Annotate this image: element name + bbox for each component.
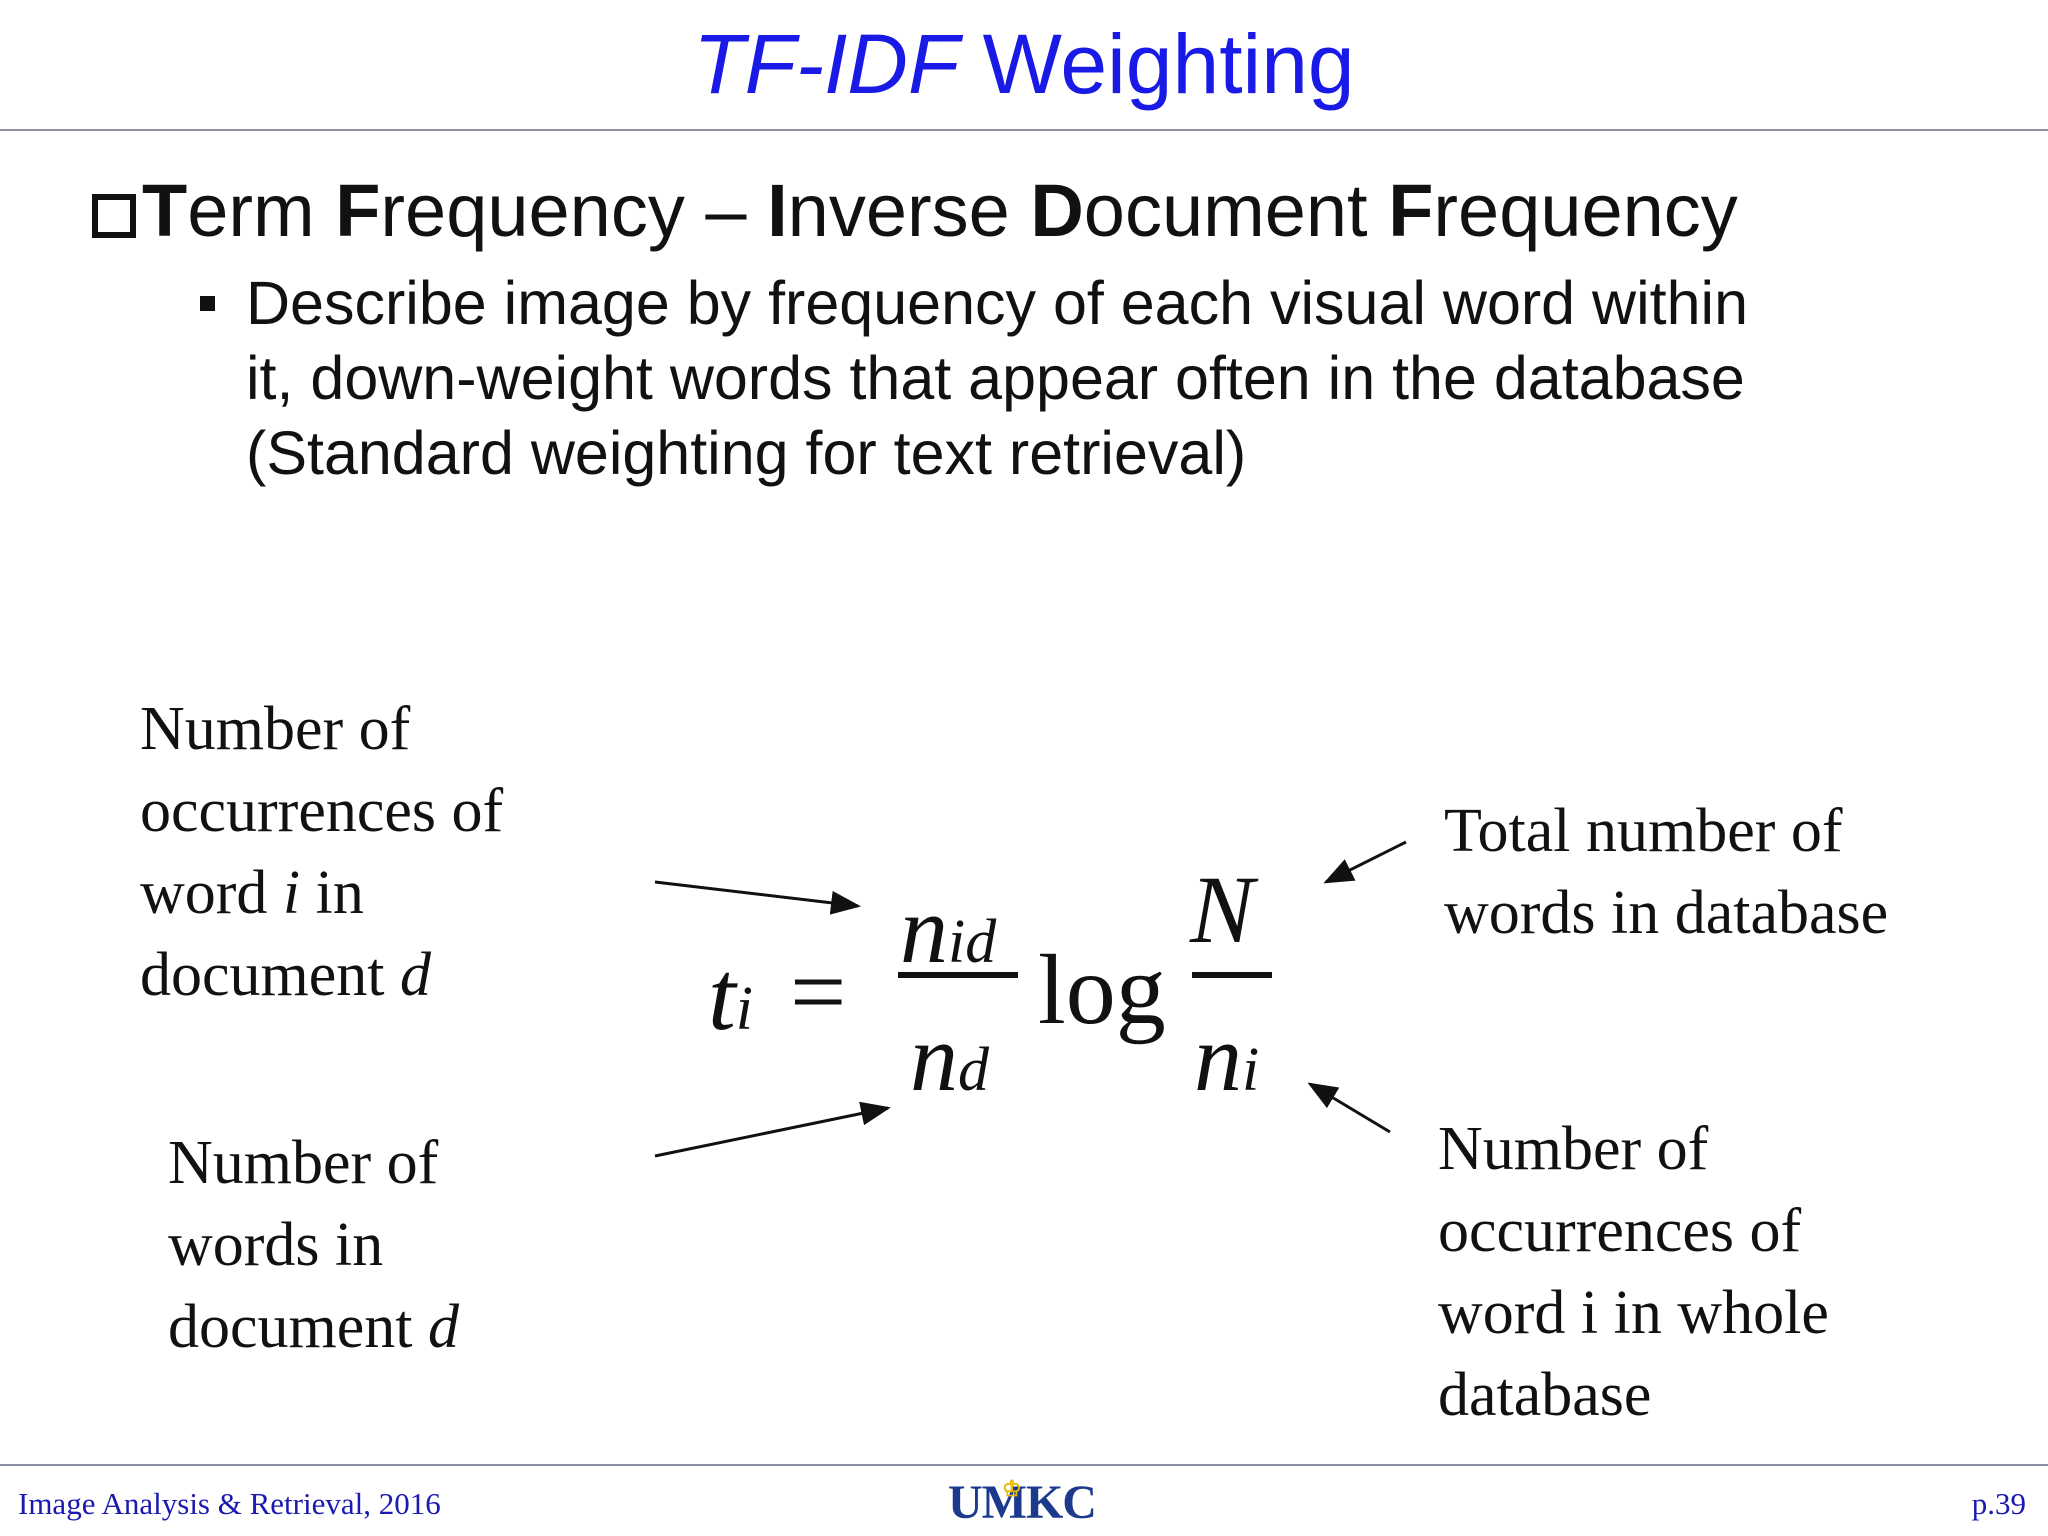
footer-course: Image Analysis & Retrieval, 2016 (18, 1486, 441, 1521)
heading-part: I (767, 169, 788, 252)
heading-part: F (335, 169, 381, 252)
footer-divider (0, 1464, 2048, 1466)
formula-equals: = (790, 936, 847, 1047)
arrow-to-ni (1307, 1082, 1391, 1134)
formula-denominator-nd: nd (910, 1004, 989, 1111)
annotation-line: occurrences of (140, 777, 504, 845)
slide-title-rest: Weighting (982, 17, 1355, 111)
formula-numerator-nid: nid (900, 876, 997, 983)
formula-denominator-ni: ni (1194, 1004, 1260, 1111)
annotation-bottom-right: Number of occurrences of word i in whole… (1438, 1108, 1829, 1436)
bullet-line: Describe image by frequency of each visu… (246, 269, 1749, 337)
square-bullet-icon (200, 296, 215, 311)
annotation-line: document d (140, 941, 431, 1009)
annotation-line: Number of (1438, 1115, 1709, 1183)
annotation-line: document d (168, 1293, 459, 1361)
annotation-line: words in database (1444, 879, 1889, 947)
annotation-top-right: Total number of words in database (1444, 790, 1888, 954)
annotation-line: Number of (140, 695, 411, 763)
heading-part: requency (1433, 169, 1738, 252)
heading-part: nverse (787, 169, 1031, 252)
annotation-top-left: Number of occurrences of word i in docum… (140, 688, 503, 1016)
annotation-line: Total number of (1444, 797, 1843, 865)
annotation-bottom-left: Number of words in document d (168, 1122, 459, 1368)
arrow-to-denominator (654, 1101, 891, 1158)
formula-log: log (1038, 934, 1166, 1045)
umkc-logo: UMKC♔ (948, 1476, 1097, 1528)
arrow-to-numerator (654, 880, 861, 915)
heading-part: F (1388, 169, 1434, 252)
annotation-line: occurrences of (1438, 1197, 1802, 1265)
fraction-bar (898, 972, 1018, 978)
formula-numerator-N: N (1190, 856, 1255, 963)
annotation-line: word i in (140, 859, 364, 927)
formula-lhs: ti (708, 940, 754, 1051)
logo-crown-icon: ♔ (1002, 1476, 1022, 1501)
bullet-line: it, down-weight words that appear often … (246, 344, 1745, 412)
title-divider (0, 129, 2048, 131)
heading-part: D (1030, 169, 1084, 252)
heading-part: ocument (1083, 169, 1389, 252)
heading-part: T (142, 169, 188, 252)
slide-title: TF-IDF Weighting (0, 14, 2048, 114)
fraction-bar (1192, 972, 1272, 978)
annotation-line: Number of (168, 1129, 439, 1197)
heading-part: erm (187, 169, 336, 252)
arrow-to-N (1323, 840, 1407, 884)
slide-title-italic: TF-IDF (693, 17, 960, 111)
annotation-line: words in (168, 1211, 384, 1279)
page-number: p.39 (1971, 1486, 2026, 1521)
annotation-line: word i in whole (1438, 1279, 1829, 1347)
slide-heading: Term Frequency – Inverse Document Freque… (92, 168, 1738, 254)
annotation-line: database (1438, 1361, 1652, 1429)
bullet-line: (Standard weighting for text retrieval) (246, 419, 1247, 487)
heading-part: requency – (380, 169, 768, 252)
checkbox-bullet-icon (92, 194, 136, 238)
